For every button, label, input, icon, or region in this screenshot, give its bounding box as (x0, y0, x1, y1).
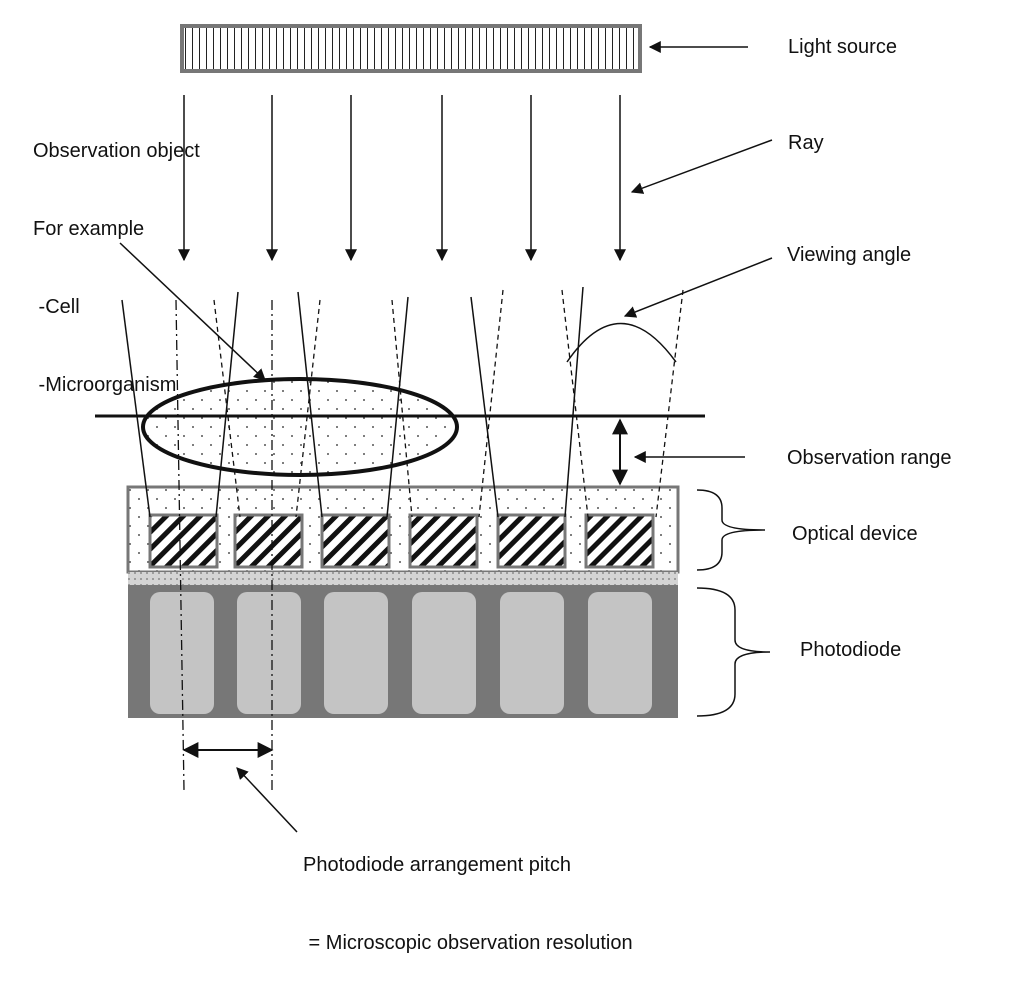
viewing-angle-label: Viewing angle (787, 244, 912, 266)
pitch-line1: Photodiode arrangement pitch (303, 854, 571, 876)
observation-object-label: Observation object For example -Cell -Mi… (33, 86, 200, 424)
optical-device-brace (696, 489, 766, 571)
interface-layer (128, 572, 678, 585)
ray-label: Ray (788, 132, 824, 154)
pitch-line2: = Microscopic observation resolution (303, 932, 633, 954)
photodiode-array (128, 585, 678, 718)
viewing-angle-arc (566, 322, 677, 363)
leader-arrows (119, 41, 773, 833)
viewing-angle-lines (121, 286, 584, 518)
rays (178, 95, 626, 262)
photodiode-label: Photodiode (800, 639, 902, 661)
light-source-label: Light source (788, 36, 897, 58)
pitch-label: Photodiode arrangement pitch = Microscop… (303, 800, 633, 982)
optical-device (126, 485, 680, 574)
observation-object-ellipse (141, 377, 459, 477)
observation-object-line3: -Cell (33, 296, 80, 318)
optical-sensor-diagram (95, 24, 773, 833)
light-source-bar (180, 24, 642, 73)
photodiode-brace (696, 587, 771, 717)
pitch-guide-lines (175, 299, 273, 791)
observation-range-label: Observation range (787, 447, 952, 469)
observation-object-line4: -Microorganism (33, 374, 177, 396)
observation-object-line1: Observation object (33, 140, 200, 162)
optical-device-label: Optical device (792, 523, 918, 545)
observation-object-line2: For example (33, 218, 145, 240)
